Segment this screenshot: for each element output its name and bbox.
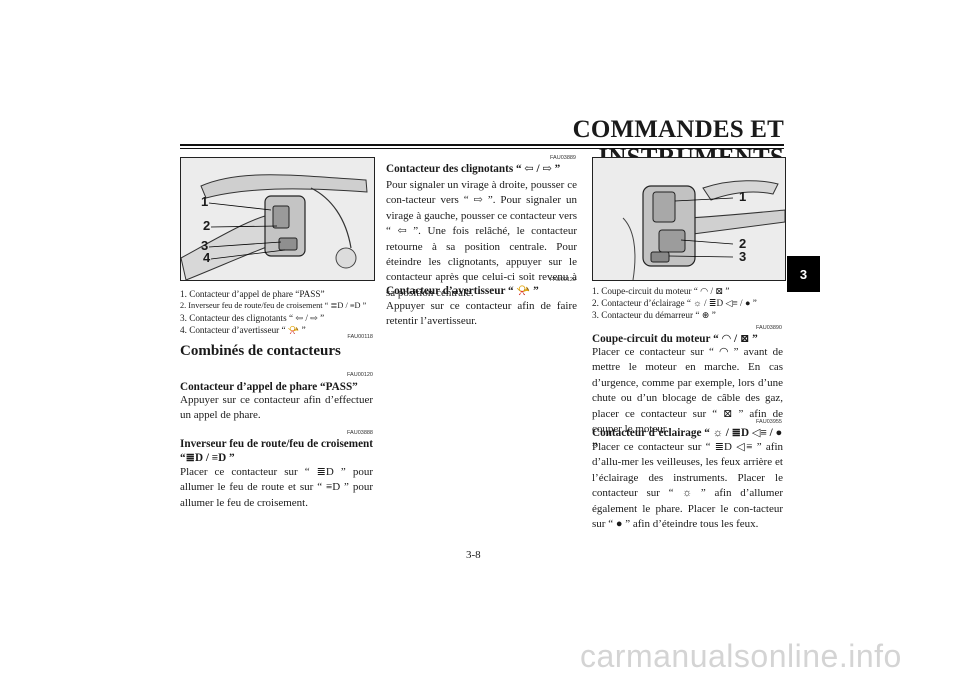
right-handlebar-photo: 1 2 3 <box>592 157 786 281</box>
section-body: Placer ce contacteur sur “ ◠ ” avant de … <box>592 346 783 436</box>
caption-item: 2. Contacteur d’éclairage “ ☼ / ≣D ◁≡ / … <box>592 298 757 308</box>
caption-item: 4. Contacteur d’avertisseur “ 📯 ” <box>180 325 306 335</box>
section-code: FAU00129 <box>550 277 576 283</box>
chapter-tab: 3 <box>787 256 820 292</box>
section-code: FAU03890 <box>756 325 782 331</box>
section-code: FAU03955 <box>756 419 782 425</box>
section-code: FAU00120 <box>347 372 373 378</box>
header-rule <box>180 144 784 146</box>
page-number: 3-8 <box>466 549 481 561</box>
section-body: Pour signaler un virage à droite, pousse… <box>386 179 577 299</box>
fig-label-1: 1 <box>201 194 209 209</box>
left-figure-captions: 1. Contacteur d’appel de phare “PASS” 2.… <box>180 288 376 336</box>
section-heading: Contacteur d’avertisseur “ 📯 ” <box>386 285 539 297</box>
fig-label-3: 3 <box>739 249 747 264</box>
right-figure-captions: 1. Coupe-circuit du moteur “ ◠ / ⊠ ” 2. … <box>592 285 784 321</box>
header-rule-thin <box>180 148 784 149</box>
caption-item: 1. Contacteur d’appel de phare “PASS” <box>180 289 325 299</box>
caption-item: 1. Coupe-circuit du moteur “ ◠ / ⊠ ” <box>592 286 730 296</box>
fig-label-3: 3 <box>201 238 209 253</box>
section-heading: Contacteur d’éclairage “ ☼ / ≣D ◁≡ / ● ” <box>592 427 783 453</box>
section-heading: Contacteur des clignotants “ ⇦ / ⇨ ” <box>386 163 561 175</box>
section-heading: Coupe-circuit du moteur “ ◠ / ⊠ ” <box>592 333 758 345</box>
section-heading: Inverseur feu de route/feu de croisement… <box>180 438 373 464</box>
section-code: FAU00118 <box>347 334 373 340</box>
section-body: Appuyer sur ce contacteur afin de faire … <box>386 300 577 328</box>
caption-item: 3. Contacteur des clignotants “ ⇦ / ⇨ ” <box>180 313 325 323</box>
fig-label-2: 2 <box>203 218 211 233</box>
section-body: Appuyer sur ce contacteur afin d’effectu… <box>180 394 373 422</box>
section-code: FAU03888 <box>347 430 373 436</box>
section-heading: Contacteur d’appel de phare “PASS” <box>180 381 358 393</box>
left-handlebar-photo: 1 2 3 4 <box>180 157 375 281</box>
caption-item: 2. Inverseur feu de route/feu de croisem… <box>180 301 367 310</box>
section-code: FAU03889 <box>550 155 576 161</box>
section-title: Combinés de contacteurs <box>180 343 341 359</box>
fig-label-4: 4 <box>203 250 211 265</box>
fig-label-1: 1 <box>739 189 747 204</box>
fig-label-2: 2 <box>739 236 747 251</box>
watermark: carmanualsonline.info <box>580 638 902 674</box>
section-body: Placer ce contacteur sur “ ≣D ◁≡ ” afin … <box>592 441 783 531</box>
section-body: Placer ce contacteur sur “ ≣D ” pour all… <box>180 466 373 509</box>
caption-item: 3. Contacteur du démarreur “ ⊛ ” <box>592 310 716 320</box>
